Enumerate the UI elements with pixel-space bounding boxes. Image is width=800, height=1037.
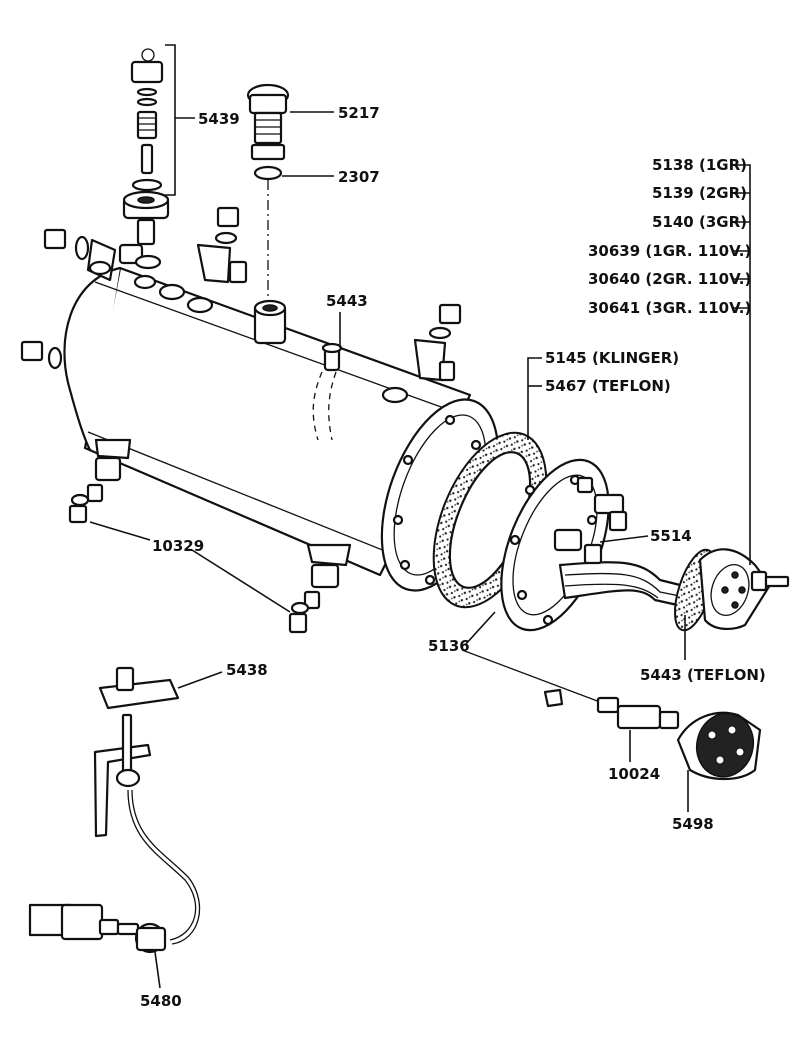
label-5217: 5217 xyxy=(338,104,380,122)
label-30641: 30641 (3GR. 110V.) xyxy=(588,299,751,317)
label-5136: 5136 xyxy=(428,637,470,655)
label-5140: 5140 (3GR) xyxy=(652,213,747,231)
fitting-5217 xyxy=(246,83,290,300)
part-labels: 5439 5217 2307 5443 5138 (1GR) 5139 (2GR… xyxy=(140,104,766,1010)
top-right-fitting xyxy=(196,206,462,382)
boiler-tank xyxy=(63,266,500,592)
label-5467: 5467 (TEFLON) xyxy=(545,377,671,395)
label-5139: 5139 (2GR) xyxy=(652,184,747,202)
level-probe-assembly xyxy=(28,666,201,954)
label-30640: 30640 (2GR. 110V.) xyxy=(588,270,751,288)
label-30639: 30639 (1GR. 110V.) xyxy=(588,242,751,260)
pressurestat-assembly xyxy=(461,649,762,780)
label-5514: 5514 xyxy=(650,527,692,545)
label-5138: 5138 (1GR) xyxy=(652,156,747,174)
heating-element-5136 xyxy=(500,458,702,632)
label-10329: 10329 xyxy=(152,537,204,555)
label-5480: 5480 xyxy=(140,992,182,1010)
label-5443-top: 5443 xyxy=(326,292,368,310)
safety-valve-5439 xyxy=(122,44,176,270)
label-2307: 2307 xyxy=(338,168,380,186)
label-5439: 5439 xyxy=(198,110,240,128)
label-5498: 5498 xyxy=(672,815,714,833)
label-5145: 5145 (KLINGER) xyxy=(545,349,679,367)
end-plate xyxy=(673,548,790,632)
left-fittings xyxy=(20,228,352,634)
label-5443-teflon: 5443 (TEFLON) xyxy=(640,666,766,684)
label-5438: 5438 xyxy=(226,661,268,679)
label-10024: 10024 xyxy=(608,765,660,783)
leader-lines xyxy=(89,111,751,989)
